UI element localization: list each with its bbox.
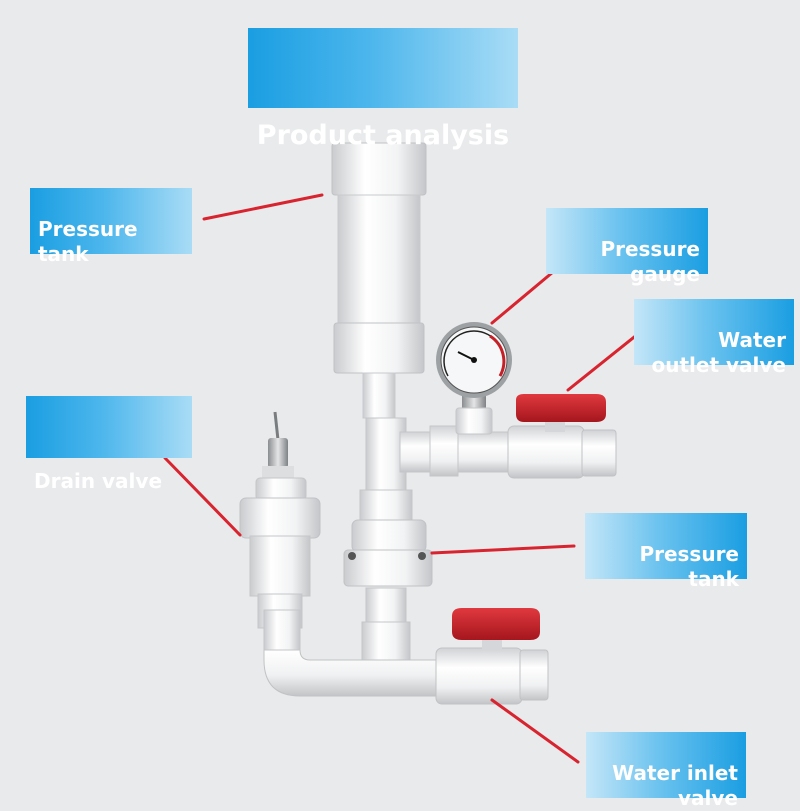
label-pressure-gauge: Pressure gauge bbox=[546, 208, 708, 286]
pressure-gauge bbox=[436, 322, 512, 435]
inlet-valve-handle bbox=[452, 608, 540, 640]
pressure-tank-lower bbox=[343, 519, 433, 587]
title-box: Product analysis bbox=[248, 28, 518, 151]
leader-lines bbox=[163, 193, 655, 764]
label-text: Pressure tank bbox=[38, 217, 138, 266]
label-water-outlet-valve: Water outlet valve bbox=[634, 299, 794, 377]
label-text: Water inlet valve bbox=[612, 761, 738, 810]
leader-pressure-gauge bbox=[490, 270, 555, 325]
inlet-pipe bbox=[263, 609, 549, 705]
label-drain-valve: Drain valve bbox=[26, 396, 192, 493]
leader-water-inlet-valve bbox=[490, 698, 580, 764]
leader-pressure-tank-mid bbox=[430, 544, 576, 555]
page-title: Product analysis bbox=[256, 120, 510, 151]
leader-drain-valve bbox=[163, 456, 242, 537]
outlet-valve-handle bbox=[516, 394, 606, 422]
leader-pressure-tank-top bbox=[202, 193, 324, 221]
label-pressure-tank-top: Pressure tank bbox=[30, 188, 192, 266]
label-text: Pressure tank bbox=[639, 542, 739, 591]
drain-valve bbox=[239, 411, 321, 629]
label-water-inlet-valve: Water inlet valve bbox=[586, 732, 746, 810]
outlet-branch bbox=[399, 418, 617, 479]
pressure-tank-top bbox=[331, 142, 427, 419]
label-pressure-tank-mid: Pressure tank bbox=[585, 513, 747, 591]
label-text: Water outlet valve bbox=[651, 328, 786, 377]
label-text: Drain valve bbox=[34, 469, 163, 493]
label-text: Pressure gauge bbox=[600, 237, 700, 286]
